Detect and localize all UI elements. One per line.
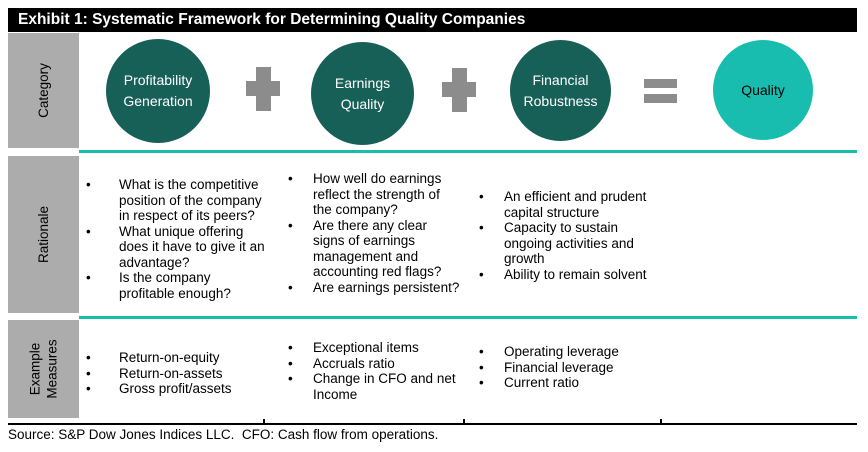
row-label-rationale: Rationale <box>8 156 79 313</box>
list-item: • What unique offering does it have to g… <box>86 223 265 270</box>
bullet-icon: • <box>86 381 91 396</box>
bullet-icon: • <box>288 371 293 386</box>
circle-profitability-generation-label: Profitability Generation <box>123 72 193 109</box>
circle-financial-robustness-label: Financial Robustness <box>523 71 598 109</box>
measures-earnings-list: • Exceptional items • Accruals ratio • C… <box>288 340 488 402</box>
bullet-icon: • <box>86 270 91 285</box>
circle-quality: Quality <box>713 40 813 140</box>
rule-tick <box>263 419 265 424</box>
bullet-icon: • <box>86 350 91 365</box>
measures-profitability-list: • Return-on-equity • Return-on-assets • … <box>86 350 291 397</box>
plus-icon <box>246 67 280 111</box>
circle-financial-robustness: Financial Robustness <box>510 40 611 141</box>
list-item: • Is the company profitable enough? <box>86 270 231 301</box>
circle-quality-label: Quality <box>741 81 785 98</box>
list-item: • An efficient and prudent capital struc… <box>479 189 647 220</box>
row-label-example-measures-text: Example Measures <box>27 339 60 399</box>
rule-tick <box>660 419 662 424</box>
list-item: • Are there any clear signs of earnings … <box>288 217 442 280</box>
rule-tick <box>463 419 465 424</box>
list-item: • Operating leverage <box>479 344 619 359</box>
measures-financial-list: • Operating leverage • Financial leverag… <box>479 344 689 391</box>
exhibit-title: Exhibit 1: Systematic Framework for Dete… <box>18 11 526 28</box>
list-item: • Gross profit/assets <box>86 381 232 396</box>
list-item: • Exceptional items <box>288 340 419 355</box>
row-label-category: Category <box>8 33 79 148</box>
rationale-earnings-list: • How well do earnings reflect the stren… <box>288 171 488 295</box>
bullet-icon: • <box>86 177 91 192</box>
divider-line-top <box>79 150 857 153</box>
exhibit-title-bar: Exhibit 1: Systematic Framework for Dete… <box>8 8 857 32</box>
rationale-profitability-list: • What is the competitive position of th… <box>86 177 291 301</box>
list-item: • Are earnings persistent? <box>288 279 460 295</box>
circle-earnings-quality: Earnings Quality <box>311 42 414 145</box>
list-item: • Financial leverage <box>479 359 614 375</box>
plus-icon <box>442 68 476 112</box>
bottom-rule <box>8 423 857 425</box>
circle-profitability-generation: Profitability Generation <box>106 39 210 143</box>
list-item: • Return-on-equity <box>86 350 220 365</box>
row-label-rationale-text: Rationale <box>35 205 51 264</box>
bullet-icon: • <box>479 375 484 390</box>
bullet-icon: • <box>288 217 293 233</box>
bullet-icon: • <box>86 223 91 239</box>
bullet-icon: • <box>288 279 293 295</box>
list-item: • Change in CFO and net Income <box>288 371 456 402</box>
list-item: • What is the competitive position of th… <box>86 177 262 223</box>
bullet-icon: • <box>479 344 484 359</box>
list-item: • Accruals ratio <box>288 355 395 371</box>
list-item: • Current ratio <box>479 375 580 390</box>
rationale-financial-list: • An efficient and prudent capital struc… <box>479 189 689 282</box>
bullet-icon: • <box>479 220 484 235</box>
bullet-icon: • <box>288 340 293 355</box>
bullet-icon: • <box>479 189 484 204</box>
circle-earnings-quality-label: Earnings Quality <box>334 74 391 112</box>
bullet-icon: • <box>479 359 484 375</box>
divider-line-bottom <box>79 316 857 319</box>
row-label-category-text: Category <box>36 63 51 118</box>
bullet-icon: • <box>479 266 484 282</box>
list-item: • Ability to remain solvent <box>479 266 647 282</box>
bullet-icon: • <box>288 171 293 186</box>
list-item: • How well do earnings reflect the stren… <box>288 171 442 217</box>
source-note: Source: S&P Dow Jones Indices LLC. CFO: … <box>8 427 439 442</box>
bullet-icon: • <box>86 365 91 381</box>
list-item: • Capacity to sustain ongoing activities… <box>479 220 634 266</box>
row-label-example-measures: Example Measures <box>8 320 79 418</box>
list-item: • Return-on-assets <box>86 365 223 381</box>
equals-icon <box>644 79 677 103</box>
bullet-icon: • <box>288 355 293 371</box>
